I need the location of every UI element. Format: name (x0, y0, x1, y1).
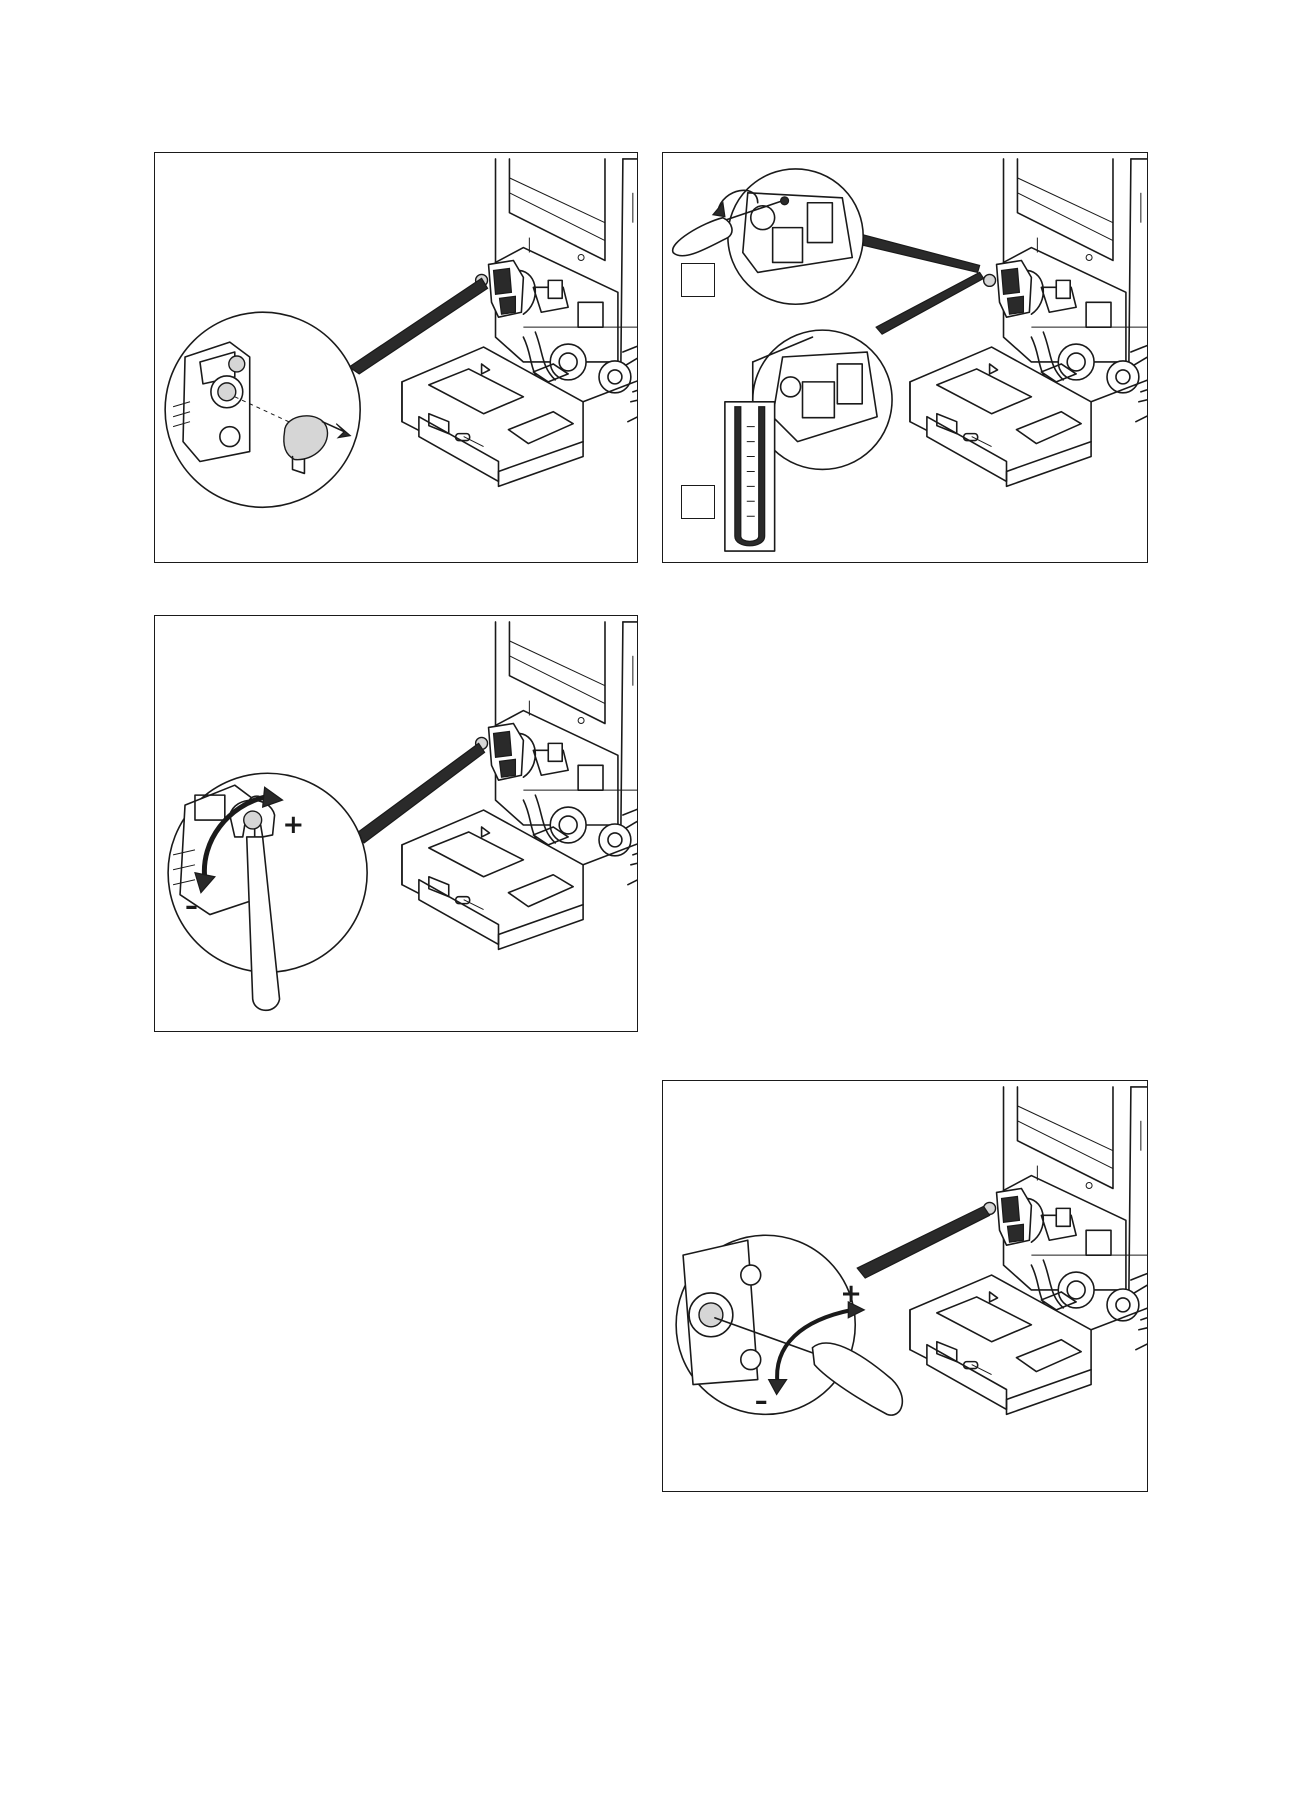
figure-wrench-adjust: + – (154, 615, 638, 1032)
screwdriver-adjust-illustration: + – (663, 1081, 1147, 1491)
plus-symbol: + (840, 1279, 862, 1309)
valve-detail (683, 1240, 761, 1384)
wrench-adjust-illustration: + – (155, 616, 637, 1031)
figure-screwdriver-adjust: + – (662, 1080, 1148, 1492)
valve-detail (173, 342, 250, 461)
figure-remove-cap (154, 152, 638, 563)
minus-symbol: – (755, 1386, 768, 1416)
plus-symbol: + (283, 810, 305, 840)
figure-screwdriver-manometer (662, 152, 1148, 563)
step-label-2 (681, 485, 715, 519)
manometer-icon (725, 402, 775, 551)
step-label-1 (681, 263, 715, 297)
minus-symbol: – (185, 892, 198, 922)
remove-cap-illustration (155, 153, 637, 562)
screwdriver-manometer-illustration (663, 153, 1147, 562)
